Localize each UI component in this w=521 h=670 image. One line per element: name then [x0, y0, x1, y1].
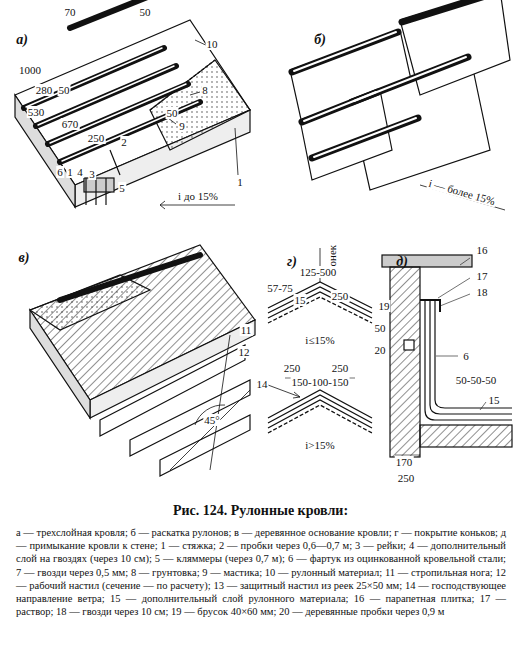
callout-number: 170: [395, 456, 414, 468]
callout-number: 1000: [18, 64, 42, 76]
callout-number: i до 15%: [177, 190, 219, 202]
callout-number: 19: [378, 300, 391, 312]
callout-number: 125-500: [299, 266, 338, 278]
callout-number: 6: [462, 350, 470, 362]
callout-number: i>15%: [304, 439, 335, 451]
callout-number: 5: [118, 182, 126, 194]
callout-number: 3: [88, 168, 96, 180]
callout-number: 45°: [203, 414, 220, 426]
callout-number: 20: [374, 344, 387, 356]
callout-number: 1: [236, 176, 244, 188]
figure-caption: а — трехслойная кровля; б — раскатка рул…: [16, 526, 506, 618]
callout-number: 17: [476, 270, 489, 282]
callout-number: 12: [238, 346, 251, 358]
callout-number: 670: [61, 118, 80, 130]
callout-number: 9: [178, 120, 186, 132]
callout-number: 250: [331, 290, 350, 302]
callout-number: 6: [56, 166, 64, 178]
figure-title: Рис. 124. Рулонные кровли:: [0, 503, 521, 519]
callout-number: 50: [374, 322, 387, 334]
callout-number: 250: [87, 132, 106, 144]
callout-number: 14: [256, 378, 269, 390]
callout-number: 150-100-150: [291, 376, 350, 388]
callout-number: 50: [58, 84, 71, 96]
panel-letter: б): [313, 34, 327, 46]
callout-number: 2: [120, 136, 128, 148]
callout-number: 50: [166, 107, 179, 119]
callout-number: i≤15%: [304, 334, 335, 346]
callout-number: 15: [488, 394, 501, 406]
callout-number: 250: [397, 472, 416, 484]
panel-letter: г): [286, 256, 298, 268]
callout-number: 250: [283, 362, 302, 374]
callout-number: 18: [476, 286, 489, 298]
callout-number: 250: [331, 362, 350, 374]
callout-number: 57-75: [266, 282, 294, 294]
panel-letter: а): [15, 34, 29, 46]
callout-number: 16: [476, 244, 489, 256]
callout-number: 10: [206, 38, 219, 50]
panel-letter: в): [18, 252, 31, 264]
callout-number: 530: [27, 106, 46, 118]
callout-number: 15: [294, 294, 307, 306]
callout-number: 50-50-50: [455, 374, 497, 386]
callout-number: 8: [201, 84, 209, 96]
panel-letter: д): [395, 256, 409, 268]
callout-number: 11: [240, 324, 253, 336]
callout-number: 4: [76, 166, 84, 178]
callout-number: i — более 15%: [426, 176, 497, 207]
callout-number: 1: [66, 166, 74, 178]
callout-number: 50: [139, 6, 152, 18]
callout-number: 70: [64, 6, 77, 18]
callout-number: 280: [35, 84, 54, 96]
